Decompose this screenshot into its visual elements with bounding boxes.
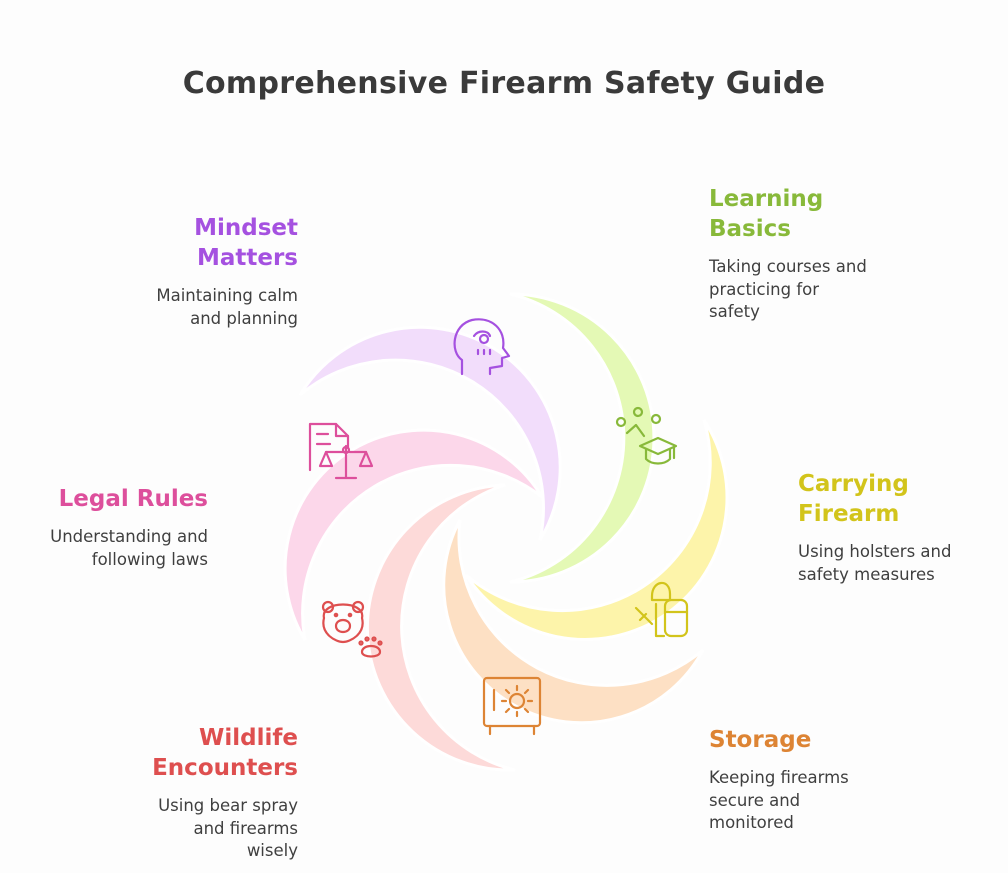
label-storage: Storage Keeping firearms secure and moni… — [709, 725, 999, 835]
petal-mindset — [298, 325, 562, 541]
desc-line: safety — [709, 302, 760, 321]
label-wildlife-description: Using bear spray and firearms wisely — [0, 795, 298, 863]
label-storage-title: Storage — [709, 725, 999, 755]
title-line: Encounters — [152, 755, 298, 781]
label-wildlife-title: Wildlife Encounters — [0, 723, 298, 783]
desc-line: Using bear spray — [158, 796, 298, 815]
desc-line: and planning — [190, 308, 298, 328]
title-line: Carrying — [798, 471, 909, 497]
label-carrying-description: Using holsters and safety measures — [798, 541, 1003, 586]
desc-line: following laws — [91, 549, 208, 569]
desc-line: Using holsters and — [798, 542, 952, 561]
desc-line: Taking courses and — [709, 257, 867, 276]
desc-line: monitored — [709, 813, 794, 832]
desc-line: safety measures — [798, 564, 935, 584]
desc-line: Understanding and — [50, 527, 208, 546]
title-line: Storage — [709, 727, 812, 753]
label-mindset-title: Mindset Matters — [0, 213, 298, 273]
desc-line: wisely — [246, 841, 298, 860]
bear-icon — [321, 600, 383, 658]
safe-icon — [482, 676, 542, 736]
label-learning: Learning Basics Taking courses and pract… — [709, 184, 999, 324]
title-line: Learning — [709, 186, 824, 212]
label-storage-description: Keeping firearms secure and monitored — [709, 767, 999, 835]
head-brain-icon — [453, 318, 511, 376]
label-legal-title: Legal Rules — [0, 484, 208, 514]
title-line: Firearm — [798, 501, 900, 527]
title-line: Wildlife — [199, 725, 298, 751]
label-mindset-description: Maintaining calm and planning — [0, 285, 298, 330]
graduation-cap-icon — [615, 406, 678, 465]
petal-storage — [442, 519, 705, 725]
label-legal: Legal Rules Understanding and following … — [0, 484, 208, 571]
label-wildlife: Wildlife Encounters Using bear spray and… — [0, 723, 298, 863]
desc-line: Maintaining calm — [156, 286, 298, 305]
legal-document-scales-icon — [308, 422, 374, 480]
desc-line: Keeping firearms — [709, 768, 849, 787]
label-mindset: Mindset Matters Maintaining calm and pla… — [0, 213, 298, 330]
title-line: Legal Rules — [58, 486, 208, 512]
petal-legal — [283, 428, 544, 641]
desc-line: secure and — [709, 790, 801, 810]
label-legal-description: Understanding and following laws — [0, 526, 208, 571]
petal-carrying — [464, 419, 729, 641]
petal-learning — [509, 292, 656, 584]
label-carrying-title: Carrying Firearm — [798, 469, 1003, 529]
desc-line: practicing for — [709, 279, 820, 299]
title-line: Matters — [196, 245, 298, 271]
title-line: Mindset — [194, 215, 298, 241]
title-line: Basics — [709, 216, 791, 242]
person-holster-icon — [634, 581, 689, 638]
label-carrying: Carrying Firearm Using holsters and safe… — [798, 469, 1003, 586]
label-learning-title: Learning Basics — [709, 184, 999, 244]
petal-wildlife — [365, 483, 516, 772]
page-title: Comprehensive Firearm Safety Guide — [182, 66, 826, 101]
desc-line: and firearms — [193, 818, 298, 838]
label-learning-description: Taking courses and practicing for safety — [709, 256, 999, 324]
